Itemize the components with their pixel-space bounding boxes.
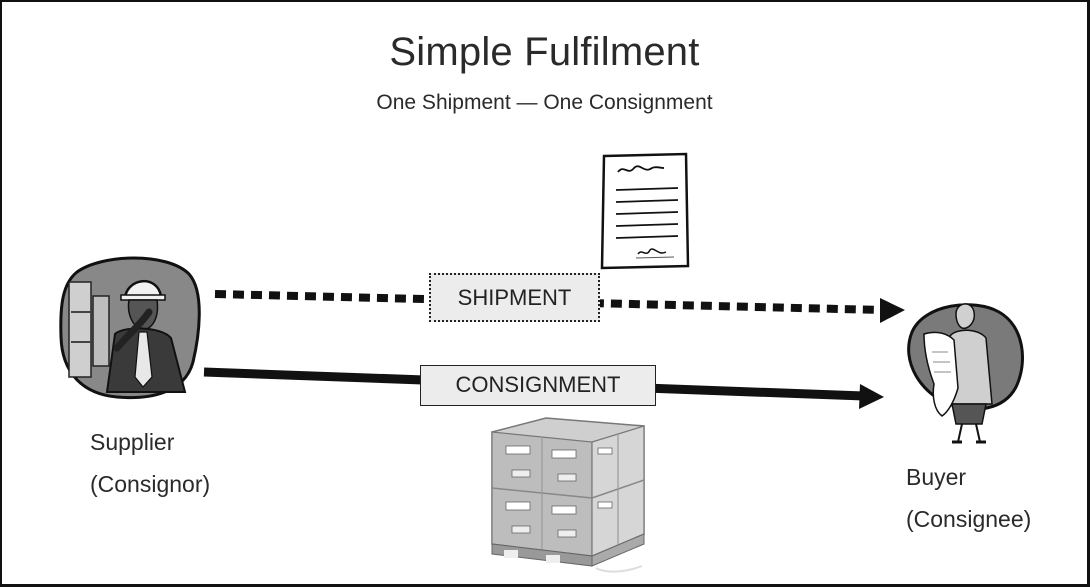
diagram-subtitle: One Shipment — One Consignment xyxy=(376,91,713,114)
shipment-label: SHIPMENT xyxy=(429,273,600,322)
supplier-role: Supplier xyxy=(90,429,175,455)
supplier-label: Supplier (Consignor) xyxy=(90,421,210,505)
supplier-worker-icon xyxy=(59,256,201,400)
pallet-of-boxes-icon xyxy=(491,417,645,573)
shipment-arrowhead xyxy=(880,298,905,323)
buyer-reading-invoice-icon xyxy=(907,303,1024,444)
shipping-document-icon xyxy=(600,152,690,270)
supplier-legal-role: (Consignor) xyxy=(90,471,211,497)
buyer-role: Buyer xyxy=(906,464,967,490)
buyer-legal-role: (Consignee) xyxy=(906,506,1032,532)
diagram-title: Simple Fulfilment xyxy=(389,30,700,74)
consignment-arrowhead xyxy=(859,384,884,409)
buyer-label: Buyer (Consignee) xyxy=(906,456,1031,540)
consignment-label: CONSIGNMENT xyxy=(420,365,656,406)
